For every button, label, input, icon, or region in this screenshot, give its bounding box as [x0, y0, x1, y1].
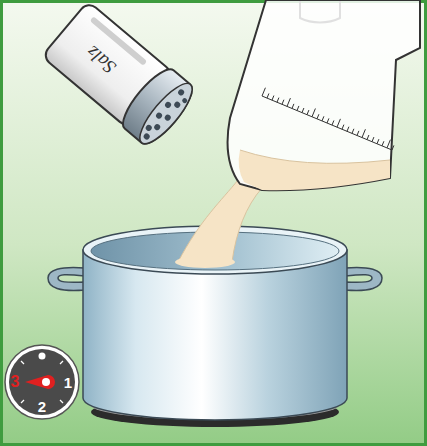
scale-tick [272, 96, 274, 101]
stove-dial [5, 345, 79, 419]
scale-tick [377, 139, 379, 144]
scale-tick [352, 129, 354, 134]
scale-tick [382, 141, 384, 146]
scale-tick [282, 100, 284, 105]
scale-tick [347, 127, 349, 132]
dial-number: 1 [64, 375, 72, 390]
dial-number: 2 [38, 399, 46, 414]
salt-shaker [40, 0, 199, 150]
scale-tick [277, 98, 279, 103]
dial-number: 3 [11, 374, 20, 390]
scale-tick [362, 129, 365, 137]
scale-tick [337, 119, 340, 127]
scale-tick [322, 116, 324, 121]
liquid-surface [175, 256, 235, 268]
scale-tick [307, 110, 309, 115]
scale-tick [367, 135, 369, 140]
scale-tick [327, 118, 329, 123]
scale-tick [267, 93, 269, 98]
pouring-liquid [178, 180, 262, 262]
scale-tick [342, 125, 344, 130]
scale-tick [332, 120, 334, 125]
scale-tick [262, 88, 265, 96]
scale-tick [297, 106, 299, 111]
scale-tick [312, 108, 315, 116]
scale-line [262, 96, 392, 150]
scale-tick [392, 145, 394, 150]
scale-tick [287, 98, 290, 106]
scale-tick [317, 114, 319, 119]
measuring-jug [228, 0, 420, 190]
scale-tick [372, 137, 374, 142]
scale-tick [357, 131, 359, 136]
scale-tick [292, 104, 294, 109]
scale-tick [387, 140, 390, 148]
scale-tick [302, 108, 304, 113]
